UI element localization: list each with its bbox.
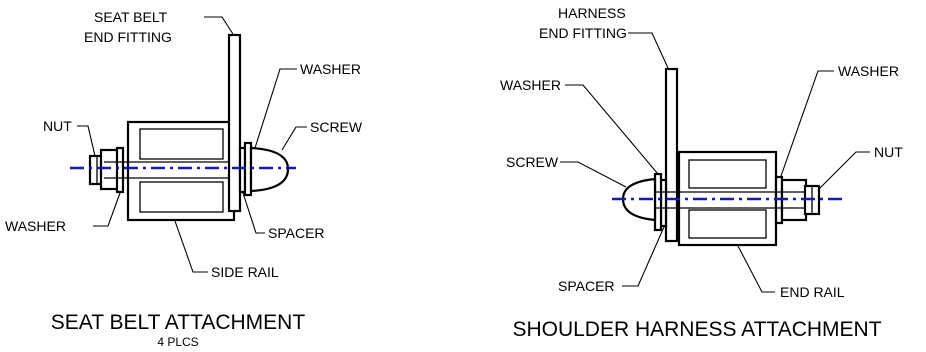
subcaption-plcs: 4 PLCS	[157, 335, 198, 349]
label-side-rail: SIDE RAIL	[211, 264, 279, 280]
screw-shank-right	[655, 191, 806, 209]
label-nut-right: NUT	[874, 144, 903, 160]
label-seat-belt: SEAT BELT	[94, 9, 168, 25]
label-end-rail: END RAIL	[780, 284, 845, 300]
label-spacer-right: SPACER	[558, 278, 615, 294]
side-rail	[126, 120, 236, 222]
label-screw-left: SCREW	[310, 119, 363, 135]
nut	[88, 148, 120, 191]
label-washer-top: WASHER	[300, 61, 361, 77]
label-nut-left: NUT	[43, 118, 72, 134]
label-washer-left-right: WASHER	[500, 77, 561, 93]
washer-left-side	[115, 146, 125, 194]
screw-head	[249, 146, 290, 193]
right-leaders	[560, 32, 870, 293]
left-leaders	[77, 16, 307, 273]
label-washer-bottom: WASHER	[5, 218, 66, 234]
screw-shank	[104, 161, 250, 179]
label-harness: HARNESS	[558, 5, 626, 21]
label-screw-right: SCREW	[506, 154, 559, 170]
label-washer-right-right: WASHER	[838, 63, 899, 79]
label-end-fitting-left: END FITTING	[84, 29, 172, 45]
seat-belt-attachment-drawing: SEAT BELT END FITTING WASHER NUT SCREW W…	[5, 9, 363, 349]
caption-shoulder-harness-attachment: SHOULDER HARNESS ATTACHMENT	[512, 318, 881, 341]
seat-belt-end-fitting	[227, 33, 242, 213]
harness-end-fitting	[664, 67, 679, 243]
label-end-fitting-right: END FITTING	[539, 25, 627, 41]
label-spacer-left: SPACER	[268, 225, 325, 241]
shoulder-harness-attachment-drawing: HARNESS END FITTING WASHER WASHER SCREW …	[500, 5, 903, 341]
caption-seat-belt-attachment: SEAT BELT ATTACHMENT	[51, 311, 306, 334]
